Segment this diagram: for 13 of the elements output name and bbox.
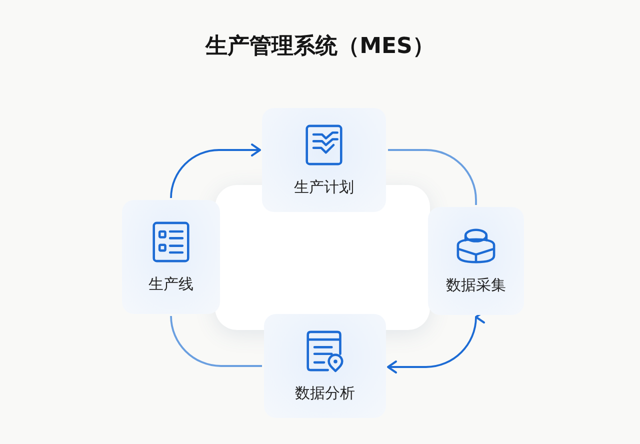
node-tile bbox=[262, 108, 386, 212]
node-label: 生产计划 bbox=[294, 177, 354, 197]
arrow bbox=[170, 144, 261, 199]
double-arrow bbox=[387, 316, 482, 374]
diagram-title: 生产管理系统（MES） bbox=[206, 33, 434, 61]
node-tile bbox=[264, 314, 386, 418]
node-label: 数据分析 bbox=[295, 383, 355, 403]
node-tile bbox=[122, 200, 220, 314]
connector-line bbox=[170, 315, 262, 367]
node-label: 生产线 bbox=[148, 274, 194, 294]
connector-line bbox=[388, 149, 477, 205]
node-tile bbox=[428, 207, 524, 315]
node-label: 数据采集 bbox=[446, 275, 506, 295]
